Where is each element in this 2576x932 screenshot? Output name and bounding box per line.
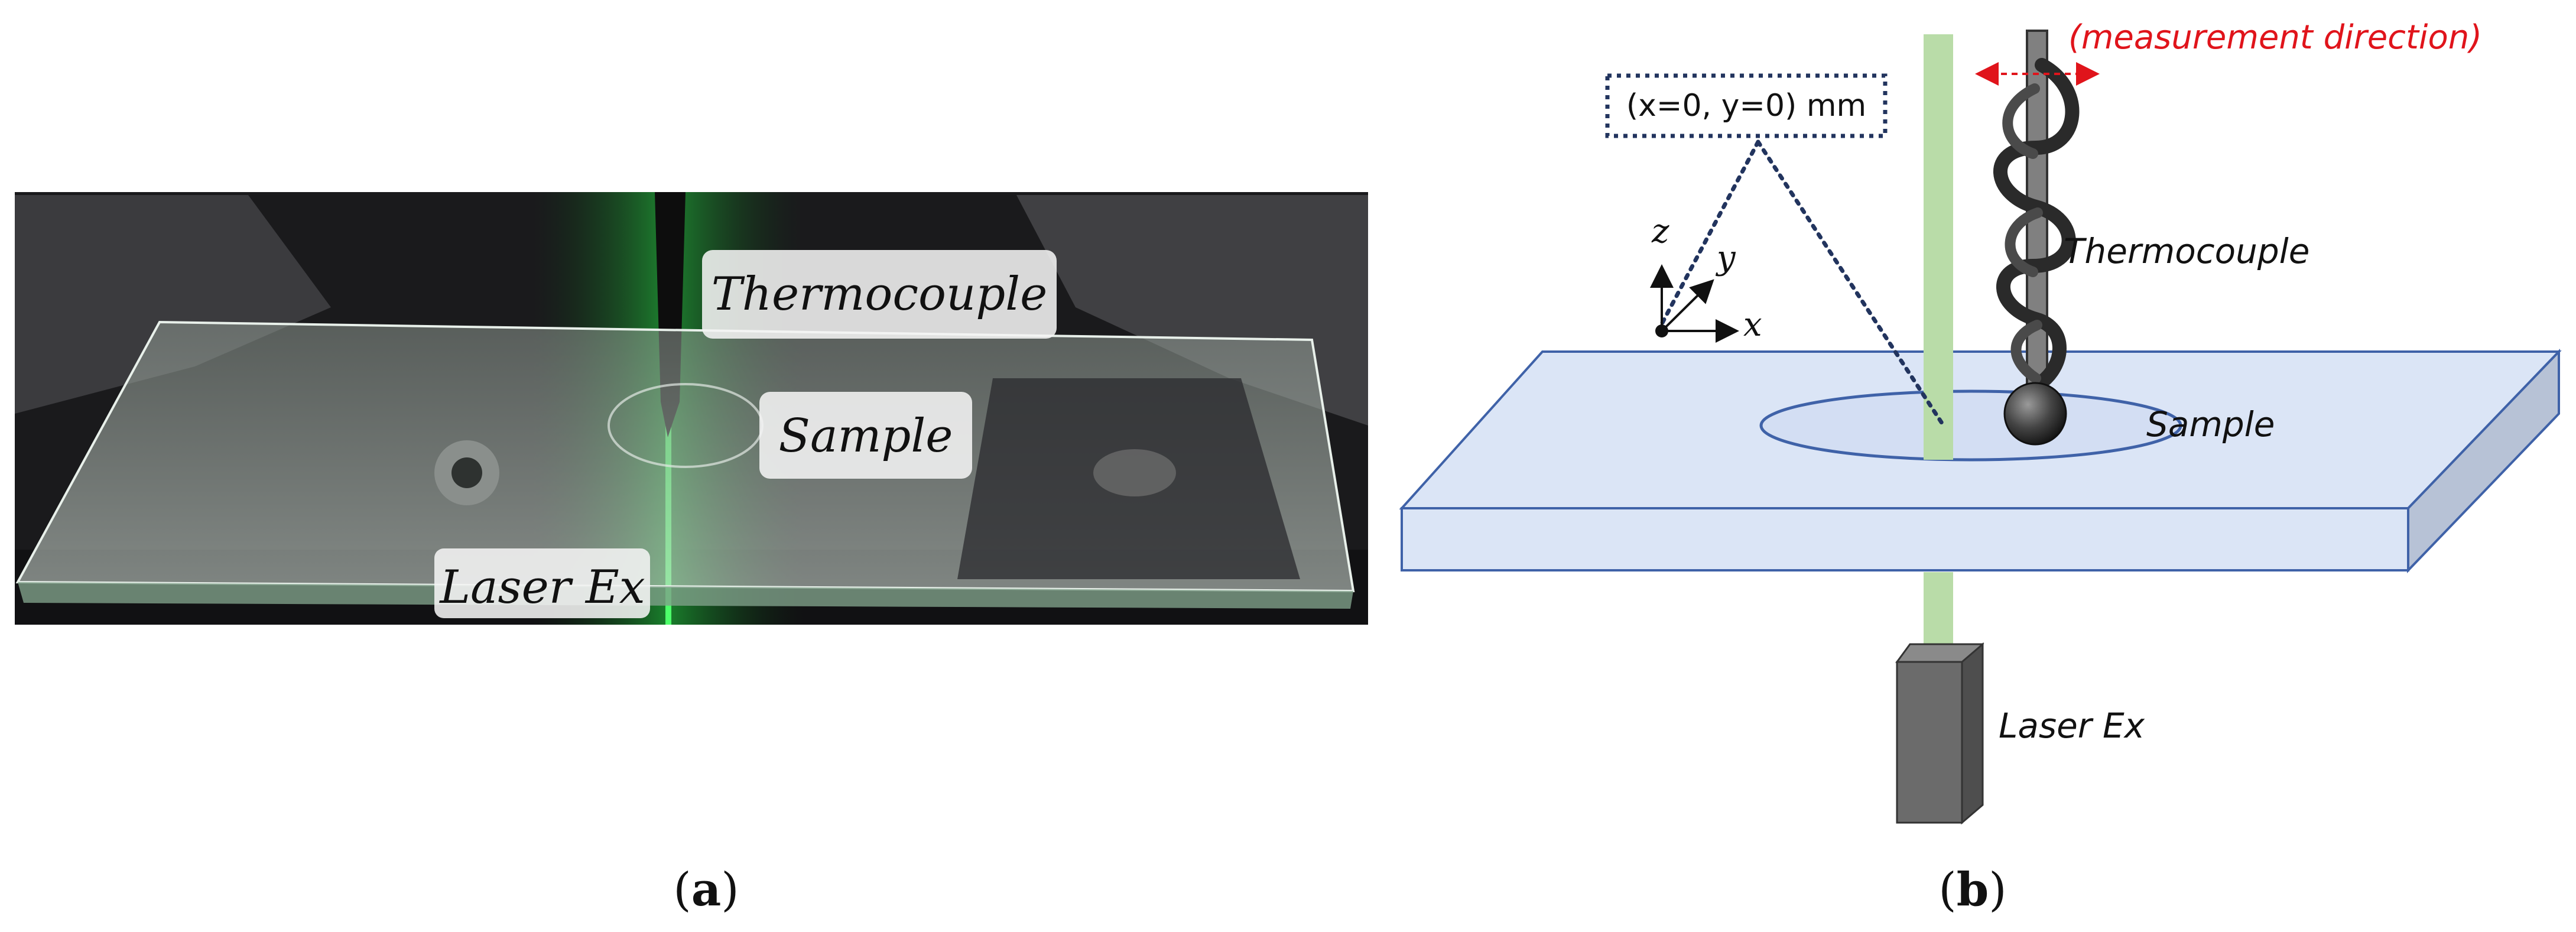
thermocouple-ball xyxy=(2003,382,2067,446)
laser-label-box-photo xyxy=(434,548,650,618)
sample-ellipse xyxy=(1759,389,2182,462)
glass-slide-edge xyxy=(18,582,1353,609)
sample-label-box-photo xyxy=(759,392,972,479)
thermocouple-label-box-photo xyxy=(702,250,1057,339)
laser-beam-upper xyxy=(1924,34,1953,460)
slab-right-face xyxy=(2407,349,2560,573)
caption-b-letter: b xyxy=(1957,863,1989,917)
laser-box-front xyxy=(1896,661,1963,824)
caption-a-letter: a xyxy=(691,863,722,917)
screw-hole xyxy=(451,457,482,488)
laser-box-side xyxy=(1961,642,1984,825)
sample-label-diagram: Sample xyxy=(2146,404,2275,444)
y-axis xyxy=(1661,279,1714,332)
y-axis-label: y xyxy=(1715,239,1736,277)
caption-b: (b) xyxy=(1938,863,2006,917)
coordinate-label: (x=0, y=0) mm xyxy=(1626,88,1866,124)
thermocouple-wire-inner xyxy=(2002,83,2043,384)
panel-b-diagram: (x=0, y=0) mm z y x (measurement directi… xyxy=(1399,18,2562,825)
panel-a-photo: Thermocouple Sample Laser Ex xyxy=(15,192,1368,625)
leader-line-right xyxy=(1756,139,1947,429)
thermocouple-label-photo: Thermocouple xyxy=(712,268,1048,321)
x-axis-label: x xyxy=(1743,306,1762,344)
sample-label-photo: Sample xyxy=(779,410,953,463)
block-hole xyxy=(1093,449,1176,496)
laser-label-photo: Laser Ex xyxy=(438,561,645,614)
laser-label-diagram: Laser Ex xyxy=(1999,706,2145,746)
z-axis-label: z xyxy=(1651,212,1669,251)
thermocouple-label-diagram: Thermocouple xyxy=(2064,231,2309,271)
slab-front-face xyxy=(1401,507,2409,571)
measurement-direction-label: (measurement direction) xyxy=(2068,18,2482,57)
coordinate-box xyxy=(1605,73,1888,138)
leader-line-left xyxy=(1659,139,1760,326)
left-holder xyxy=(15,195,331,414)
caption-a: (a) xyxy=(673,863,739,917)
